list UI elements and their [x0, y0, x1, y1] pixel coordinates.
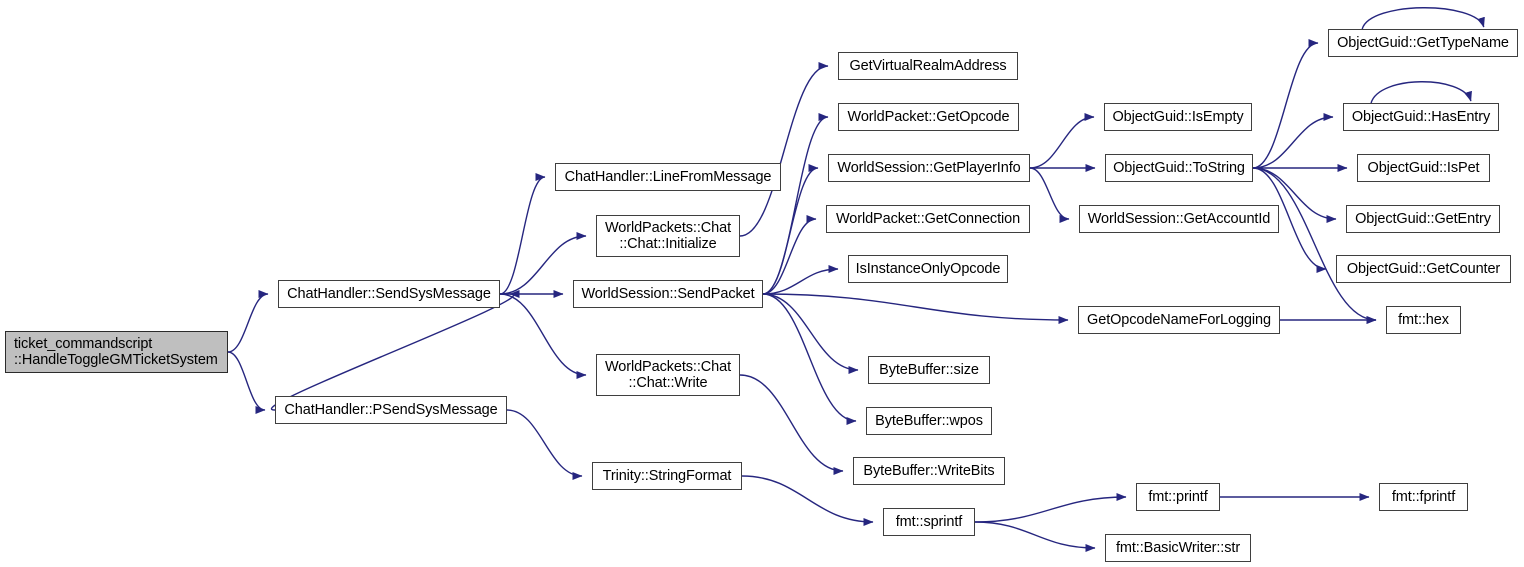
edge-sendpacket-to-getconnection	[762, 215, 817, 295]
graph-node-stringformat[interactable]: Trinity::StringFormat	[592, 462, 742, 490]
edge-sendpacket-to-isinstanceonly	[762, 265, 839, 295]
graph-node-tostring[interactable]: ObjectGuid::ToString	[1105, 154, 1253, 182]
graph-node-sendpacket[interactable]: WorldSession::SendPacket	[573, 280, 763, 308]
graph-node-getplayerinfo[interactable]: WorldSession::GetPlayerInfo	[828, 154, 1030, 182]
graph-node-isinstanceonly[interactable]: IsInstanceOnlyOpcode	[848, 255, 1008, 283]
graph-node-bbsize[interactable]: ByteBuffer::size	[868, 356, 990, 384]
edge-psendsys-to-sendsys	[270, 290, 520, 411]
graph-node-basicwriterstr[interactable]: fmt::BasicWriter::str	[1105, 534, 1251, 562]
edge-sprintf-to-basicwriterstr	[974, 521, 1096, 552]
edge-gettypename-to-gettypename	[1361, 7, 1485, 30]
graph-node-hasentry[interactable]: ObjectGuid::HasEntry	[1343, 103, 1499, 131]
graph-node-sendsys[interactable]: ChatHandler::SendSysMessage	[278, 280, 500, 308]
edge-getplayerinfo-to-isempty	[1029, 113, 1095, 169]
edge-chatwrite-to-bbwritebits	[739, 374, 844, 475]
graph-node-chatinit[interactable]: WorldPackets::Chat ::Chat::Initialize	[596, 215, 740, 257]
edge-sendpacket-to-getopcode	[762, 113, 829, 295]
edge-getplayerinfo-to-getaccountid	[1029, 167, 1070, 223]
graph-node-bbwritebits[interactable]: ByteBuffer::WriteBits	[853, 457, 1005, 485]
edge-sendpacket-to-bbsize	[762, 293, 859, 374]
graph-node-isempty[interactable]: ObjectGuid::IsEmpty	[1104, 103, 1252, 131]
edge-sendpacket-to-bbwpos	[762, 293, 857, 425]
edge-root-to-sendsys	[227, 290, 269, 353]
graph-node-fprintf[interactable]: fmt::fprintf	[1379, 483, 1468, 511]
graph-node-getvirtual[interactable]: GetVirtualRealmAddress	[838, 52, 1018, 80]
edge-sprintf-to-printf	[974, 493, 1127, 523]
graph-node-gettypename[interactable]: ObjectGuid::GetTypeName	[1328, 29, 1518, 57]
edge-tostring-to-hasentry	[1252, 113, 1334, 169]
graph-node-getopcode[interactable]: WorldPacket::GetOpcode	[838, 103, 1019, 131]
graph-node-chatwrite[interactable]: WorldPackets::Chat ::Chat::Write	[596, 354, 740, 396]
edge-chatinit-to-getvirtual	[739, 62, 829, 237]
graph-node-fmthex[interactable]: fmt::hex	[1386, 306, 1461, 334]
edge-root-to-psendsys	[227, 351, 266, 414]
edge-psendsys-to-stringformat	[506, 409, 583, 480]
edge-tostring-to-fmthex	[1252, 167, 1377, 324]
graph-node-getcounter[interactable]: ObjectGuid::GetCounter	[1336, 255, 1511, 283]
graph-node-ispet[interactable]: ObjectGuid::IsPet	[1357, 154, 1490, 182]
graph-node-psendsys[interactable]: ChatHandler::PSendSysMessage	[275, 396, 507, 424]
graph-node-getentry[interactable]: ObjectGuid::GetEntry	[1346, 205, 1500, 233]
edge-sendpacket-to-getopcodename	[762, 293, 1069, 324]
graph-node-getconnection[interactable]: WorldPacket::GetConnection	[826, 205, 1030, 233]
graph-node-root[interactable]: ticket_commandscript ::HandleToggleGMTic…	[5, 331, 228, 373]
graph-node-bbwpos[interactable]: ByteBuffer::wpos	[866, 407, 992, 435]
graph-node-printf[interactable]: fmt::printf	[1136, 483, 1220, 511]
edge-sendsys-to-linefrom	[499, 173, 546, 295]
graph-node-sprintf[interactable]: fmt::sprintf	[883, 508, 975, 536]
edge-hasentry-to-hasentry	[1370, 81, 1472, 104]
edge-tostring-to-gettypename	[1252, 39, 1319, 169]
graph-node-getopcodename[interactable]: GetOpcodeNameForLogging	[1078, 306, 1280, 334]
graph-node-linefrom[interactable]: ChatHandler::LineFromMessage	[555, 163, 781, 191]
graph-node-getaccountid[interactable]: WorldSession::GetAccountId	[1079, 205, 1279, 233]
